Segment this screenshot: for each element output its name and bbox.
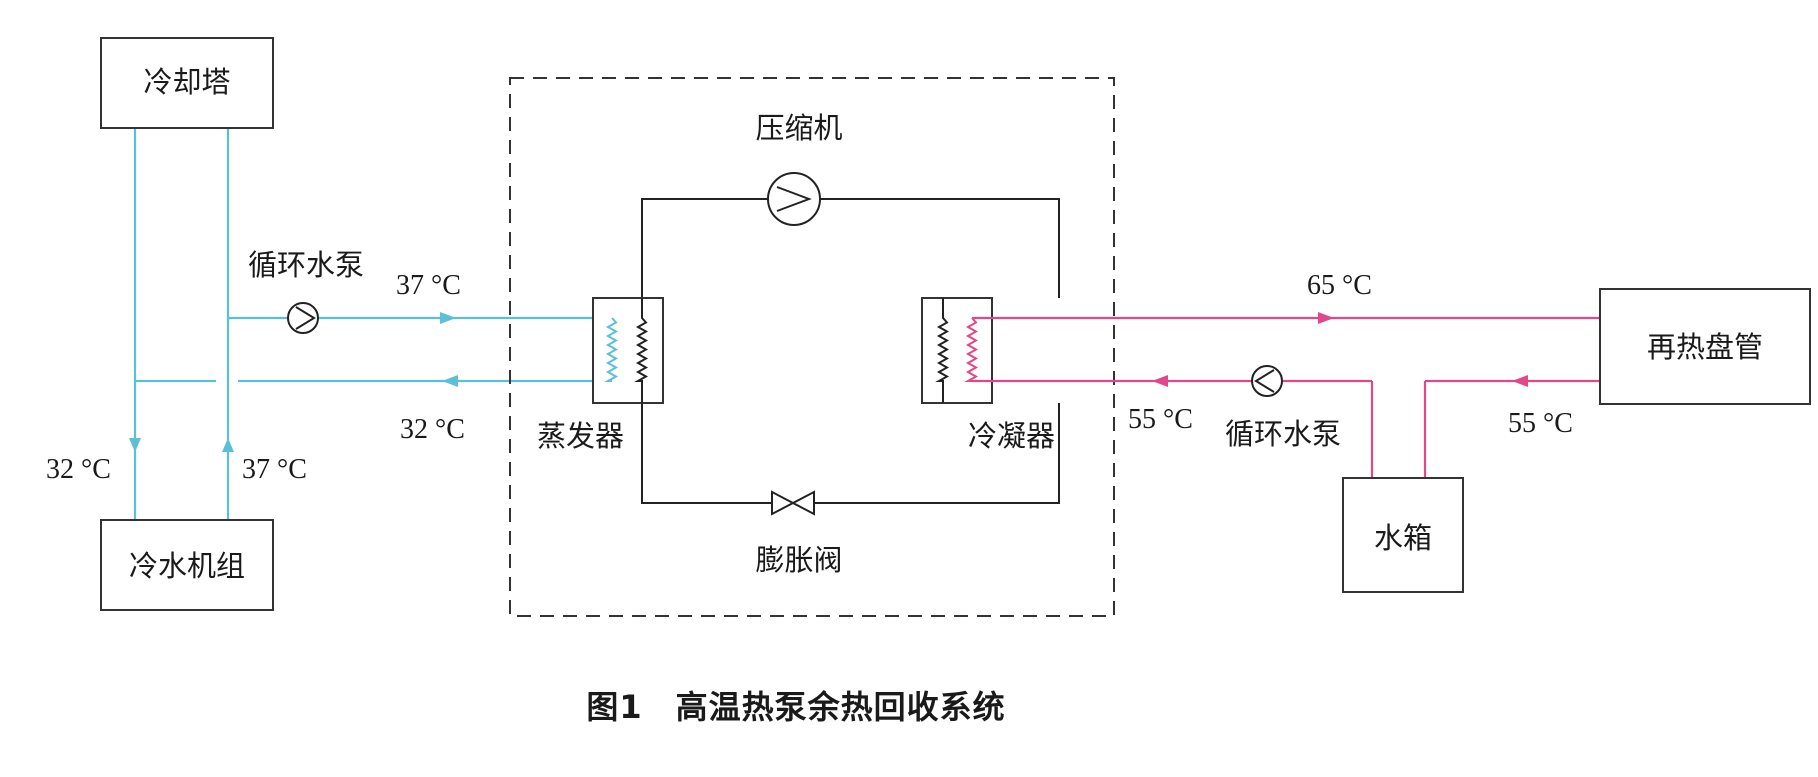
arrow-chiller-up — [222, 438, 234, 452]
temp-coil-return: 55 °C — [1508, 408, 1573, 439]
pump-left-label: 循环水泵 — [248, 248, 364, 282]
chiller: 冷水机组 — [100, 519, 274, 611]
cooling-water-piping — [133, 128, 612, 520]
evaporator-label: 蒸发器 — [537, 419, 624, 453]
pump-right-label: 循环水泵 — [1225, 417, 1341, 451]
reheat-coil-label: 再热盘管 — [1647, 330, 1763, 364]
arrow-coil-return — [1512, 375, 1528, 387]
arrow-evap-supply — [440, 312, 456, 324]
condenser-label: 冷凝器 — [968, 419, 1055, 453]
cooling-tower: 冷却塔 — [100, 37, 274, 129]
arrow-evap-return — [442, 375, 458, 387]
evaporator-water-coil — [604, 317, 619, 382]
condenser-refrigerant-coil — [935, 298, 950, 403]
cooling-tower-label: 冷却塔 — [143, 65, 230, 99]
compressor-icon — [767, 172, 821, 226]
temp-cond-supply: 65 °C — [1307, 270, 1372, 301]
expansion-valve-label: 膨胀阀 — [755, 543, 842, 577]
hot-water-piping — [972, 316, 1600, 478]
arrow-cond-return — [1152, 375, 1168, 387]
arrow-tower-down — [129, 438, 141, 452]
temp-chiller-up: 37 °C — [242, 454, 307, 485]
cooling-water-arrows — [129, 312, 458, 452]
temp-evap-return: 32 °C — [400, 414, 465, 445]
temp-evap-supply: 37 °C — [396, 270, 461, 301]
evaporator — [592, 297, 664, 404]
condenser — [921, 297, 993, 404]
arrow-cond-supply — [1318, 312, 1334, 324]
expansion-valve-icon — [771, 490, 815, 516]
water-tank-label: 水箱 — [1374, 521, 1432, 555]
pump-left-icon — [287, 302, 319, 334]
figure-caption: 图1 高温热泵余热回收系统 — [586, 688, 1005, 726]
refrigerant-loop — [641, 198, 1060, 504]
temp-tower-down: 32 °C — [46, 454, 111, 485]
pump-right-icon — [1251, 365, 1283, 397]
evaporator-refrigerant-coil — [634, 298, 649, 403]
chiller-label: 冷水机组 — [129, 549, 245, 583]
compressor-label: 压缩机 — [755, 111, 842, 145]
reheat-coil: 再热盘管 — [1599, 288, 1811, 405]
temp-cond-return: 55 °C — [1128, 404, 1193, 435]
condenser-water-coil — [964, 317, 979, 382]
water-tank: 水箱 — [1342, 477, 1464, 593]
hot-water-arrows — [1152, 312, 1528, 387]
heat-pump-boundary — [509, 77, 1115, 617]
